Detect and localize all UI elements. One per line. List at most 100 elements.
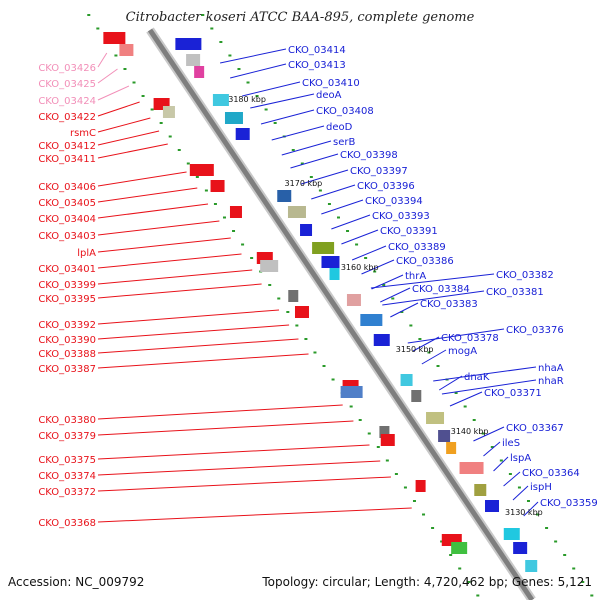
tick-mark: [309, 176, 313, 178]
tick-mark: [228, 54, 232, 57]
leader-line: [97, 85, 130, 101]
leader-line: [433, 366, 537, 382]
forward-gene: [186, 54, 201, 66]
forward-gene: [287, 206, 306, 218]
leader-line: [97, 101, 140, 117]
tick-mark: [264, 108, 268, 111]
forward-gene: [224, 112, 243, 124]
forward-gene-label: CKO_03359: [540, 498, 598, 509]
leader-line: [301, 169, 349, 185]
tick-mark: [195, 176, 199, 178]
tick-mark: [286, 311, 290, 313]
leader-line: [331, 214, 371, 230]
reverse-gene: [415, 480, 426, 492]
leader-line: [97, 253, 242, 269]
forward-strand-labels: CKO_03414CKO_03413CKO_03410deoACKO_03408…: [220, 45, 598, 517]
tick-mark: [367, 432, 371, 435]
reverse-gene: [162, 106, 175, 118]
forward-gene-label: CKO_03408: [316, 106, 374, 117]
tick-mark: [322, 365, 326, 367]
reverse-gene-label: CKO_03403: [38, 231, 96, 242]
tick-mark: [210, 27, 214, 30]
tick-mark: [409, 324, 413, 327]
leader-line: [97, 283, 262, 299]
reverse-gene-label: CKO_03412: [38, 141, 96, 152]
reverse-gene-label: CKO_03425: [38, 79, 96, 90]
reverse-gene-label: CKO_03375: [38, 455, 96, 466]
tick-mark: [463, 405, 467, 408]
forward-gene: [300, 224, 313, 236]
leader-line: [311, 184, 356, 200]
tick-mark: [572, 567, 576, 570]
leader-line: [242, 81, 301, 97]
tick-mark: [304, 338, 308, 340]
tick-mark: [458, 567, 462, 570]
forward-gene: [474, 484, 487, 496]
tick-mark: [454, 392, 458, 394]
leader-line: [97, 220, 220, 236]
reverse-gene-label: CKO_03390: [38, 335, 96, 346]
leader-line: [370, 273, 495, 289]
leader-line: [321, 199, 364, 215]
forward-gene-label: CKO_03394: [365, 196, 423, 207]
kbp-label: 3130 kbp: [505, 508, 543, 517]
tick-mark: [418, 338, 422, 340]
leader-line: [290, 153, 339, 169]
accession-text: Accession: NC_009792: [8, 575, 145, 589]
leader-line: [97, 353, 309, 369]
reverse-gene: [103, 32, 126, 44]
tick-mark: [255, 95, 259, 97]
forward-gene-label: ispH: [530, 482, 552, 493]
kbp-label: 3180 kbp: [228, 95, 266, 104]
forward-gene-label: ileS: [502, 438, 520, 449]
leader-line: [97, 117, 151, 133]
leader-line: [97, 203, 209, 219]
tick-mark: [391, 297, 395, 300]
forward-gene: [277, 190, 292, 202]
forward-gene: [525, 560, 538, 572]
forward-gene-label: CKO_03384: [412, 284, 470, 295]
tick-mark: [517, 486, 521, 489]
forward-gene: [235, 128, 250, 140]
tick-mark: [431, 527, 435, 529]
tick-mark: [222, 216, 226, 219]
tick-mark: [508, 473, 512, 475]
forward-gene: [212, 94, 229, 106]
reverse-gene-label: CKO_03405: [38, 198, 96, 209]
forward-gene: [312, 242, 335, 254]
forward-gene-label: CKO_03398: [340, 150, 398, 161]
leader-line: [483, 441, 501, 457]
tick-mark: [291, 149, 295, 151]
forward-gene-label: CKO_03397: [350, 166, 408, 177]
reverse-gene-label: CKO_03411: [38, 154, 96, 165]
reverse-gene-label: CKO_03372: [38, 487, 96, 498]
reverse-gene-label: CKO_03406: [38, 182, 96, 193]
reverse-gene: [340, 386, 363, 398]
tick-mark: [141, 95, 145, 97]
tick-mark: [132, 81, 136, 84]
leader-line: [97, 52, 108, 68]
forward-gene-label: CKO_03383: [420, 299, 478, 310]
forward-gene-label: CKO_03391: [380, 226, 438, 237]
tick-mark: [563, 554, 567, 556]
forward-gene-label: CKO_03413: [288, 60, 346, 71]
tick-mark: [382, 284, 386, 286]
tick-mark: [385, 459, 389, 462]
tick-mark: [213, 203, 217, 205]
tick-mark: [400, 311, 404, 313]
reverse-gene-label: CKO_03404: [38, 214, 96, 225]
reverse-gene: [260, 260, 279, 272]
leader-line: [503, 471, 521, 487]
forward-gene: [513, 542, 528, 554]
reverse-gene-label: lplA: [77, 248, 96, 259]
leader-line: [439, 375, 463, 391]
leader-line: [281, 140, 332, 156]
leader-line: [380, 287, 411, 303]
tick-mark: [232, 230, 236, 232]
forward-gene: [321, 256, 340, 268]
forward-gene: [426, 412, 445, 424]
forward-gene: [459, 462, 484, 474]
tick-mark: [373, 270, 377, 273]
